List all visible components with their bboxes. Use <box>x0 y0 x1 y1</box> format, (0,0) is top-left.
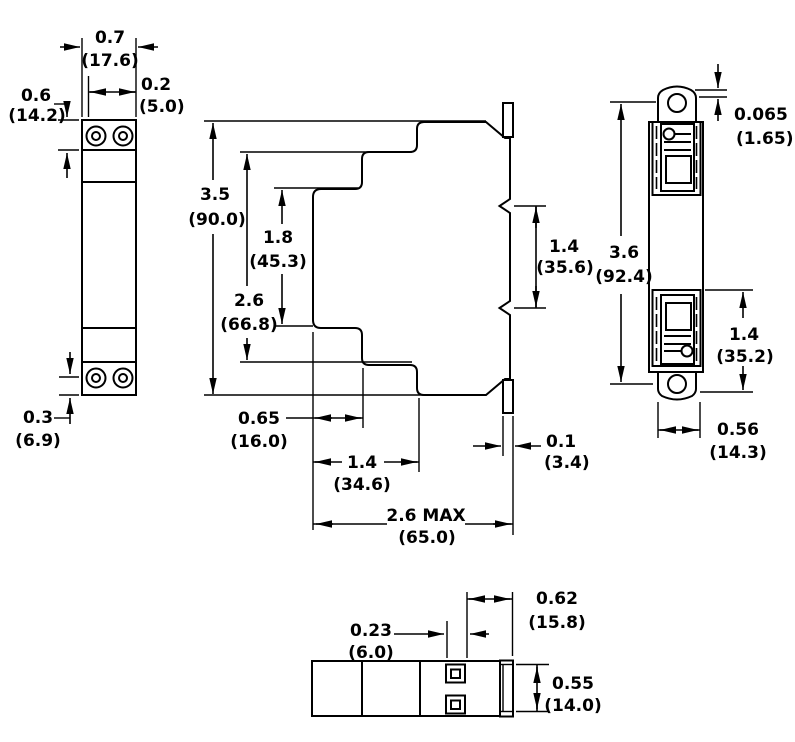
dim-rear-tab-width-mm: (14.3) <box>709 443 766 463</box>
dim-rear-clip-span-in: 1.4 <box>729 325 759 345</box>
terminal-screw-icon <box>112 125 134 147</box>
dim-front-top-in: 0.6 <box>21 86 51 106</box>
dim-side-front-height-mm: (45.3) <box>249 252 306 272</box>
side-extension-lines <box>312 332 514 535</box>
rear-view: 3.6 (92.4) 0.065 (1.65) 1.4 (35.2) 0.56 <box>595 64 793 463</box>
front-view-body <box>81 119 137 396</box>
dim-rear-height-mm: (92.4) <box>595 267 652 287</box>
dim-rear-clip-span: 1.4 (35.2) <box>700 289 774 393</box>
dim-side-height-mm: (90.0) <box>188 210 245 230</box>
clip-pin-icon <box>662 127 676 141</box>
dim-front-bottom-mm: (6.9) <box>15 431 61 451</box>
dim-side-rail-slot-in: 1.4 <box>549 237 579 257</box>
dim-rear-tab-width: 0.56 (14.3) <box>657 402 767 463</box>
dim-side-height: 3.5 (90.0) <box>188 120 486 396</box>
dim-side-front-depth-mm: (16.0) <box>230 432 287 452</box>
dim-rear-height-in: 3.6 <box>609 243 639 263</box>
dim-rear-clip-span-mm: (35.2) <box>716 347 773 367</box>
dim-side-max-depth: 2.6 MAX (65.0) <box>313 506 513 548</box>
rear-tab-top <box>657 85 697 123</box>
dim-bottom-width-in: 0.55 <box>552 674 594 694</box>
dim-side-max-depth-in: 2.6 MAX <box>386 506 465 526</box>
bottom-body-section-lines <box>361 661 466 716</box>
dim-front-pitch-in: 0.2 <box>141 75 171 95</box>
dim-side-rail-tab-in: 0.1 <box>546 432 576 452</box>
dim-side-mid-height: 2.6 (66.8) <box>220 151 412 363</box>
dim-bottom-width: 0.55 (14.0) <box>516 663 602 716</box>
dim-side-rail-tab-mm: (3.4) <box>544 453 590 473</box>
bottom-rail-tab <box>499 659 514 718</box>
dim-side-front-depth-in: 0.65 <box>238 409 280 429</box>
dim-side-rail-slot-mm: (35.6) <box>536 258 593 278</box>
dim-side-mid-depth-in: 1.4 <box>347 453 377 473</box>
dim-bottom-offset-mm: (6.0) <box>348 643 394 663</box>
dim-side-front-height: 1.8 (45.3) <box>249 187 358 327</box>
dim-front-top-mm: (14.2) <box>8 106 65 126</box>
dim-side-front-height-in: 1.8 <box>263 228 293 248</box>
rear-clip-top <box>651 121 702 196</box>
dim-side-max-depth-mm: (65.0) <box>398 528 455 548</box>
clip-pin-icon <box>680 344 694 358</box>
bottom-view: 0.23 (6.0) 0.62 (15.8) 0.55 (14.0) <box>311 589 602 718</box>
dim-front-pitch: 0.2 (5.0) <box>87 75 185 117</box>
dim-side-mid-depth-mm: (34.6) <box>333 475 390 495</box>
dim-bottom-tab-depth-in: 0.62 <box>536 589 578 609</box>
dim-rear-tab-offset-mm: (1.65) <box>736 129 793 149</box>
terminal-screw-icon <box>85 125 107 147</box>
side-body-outline <box>312 121 511 396</box>
dim-bottom-offset: 0.23 (6.0) <box>348 621 489 663</box>
dim-rear-tab-width-in: 0.56 <box>717 420 759 440</box>
front-terminal-screws <box>85 125 134 389</box>
dim-front-top-section: 0.6 (14.2) <box>8 86 79 178</box>
terminal-screw-icon <box>112 367 134 389</box>
dim-rear-tab-offset-in: 0.065 <box>734 105 788 125</box>
mounting-hole-top <box>667 93 687 113</box>
dim-front-bottom-in: 0.3 <box>23 408 53 428</box>
front-body-section-lines <box>82 149 136 363</box>
dim-side-rail-slot: 1.4 (35.6) <box>514 205 594 309</box>
dim-front-width-mm: (17.6) <box>81 51 138 71</box>
dim-rear-height: 3.6 (92.4) <box>595 101 656 385</box>
mounting-hole-bottom <box>667 374 687 394</box>
front-body-outline <box>81 119 137 396</box>
dim-side-front-depth: 0.65 (16.0) <box>230 409 363 452</box>
dim-front-width: 0.7 (17.6) <box>60 28 158 117</box>
connector-port <box>445 663 466 684</box>
dim-bottom-width-mm: (14.0) <box>544 696 601 716</box>
connector-port <box>445 694 466 715</box>
dim-bottom-tab-depth: 0.62 (15.8) <box>466 589 586 658</box>
rear-tab-bottom <box>657 371 697 401</box>
dim-front-pitch-mm: (5.0) <box>139 97 185 117</box>
dim-front-width-in: 0.7 <box>95 28 125 48</box>
rear-clip-bottom <box>651 289 702 367</box>
dim-side-height-in: 3.5 <box>200 185 230 205</box>
dim-rear-tab-offset: 0.065 (1.65) <box>695 64 793 149</box>
dim-side-rail-tab: 0.1 (3.4) <box>473 432 590 473</box>
dim-side-mid-depth: 1.4 (34.6) <box>313 453 419 495</box>
dim-bottom-offset-in: 0.23 <box>350 621 392 641</box>
front-view: 0.7 (17.6) 0.2 (5.0) 0.6 (14.2) 0 <box>8 28 184 451</box>
dim-bottom-tab-depth-mm: (15.8) <box>528 613 585 633</box>
dim-side-mid-height-in: 2.6 <box>234 291 264 311</box>
terminal-screw-icon <box>85 367 107 389</box>
side-view-body <box>312 102 514 414</box>
side-view: 3.5 (90.0) 2.6 (66.8) 1.8 (45.3) 1.4 <box>188 102 594 548</box>
dim-front-bottom-section: 0.3 (6.9) <box>15 352 79 451</box>
dim-side-mid-height-mm: (66.8) <box>220 315 277 335</box>
